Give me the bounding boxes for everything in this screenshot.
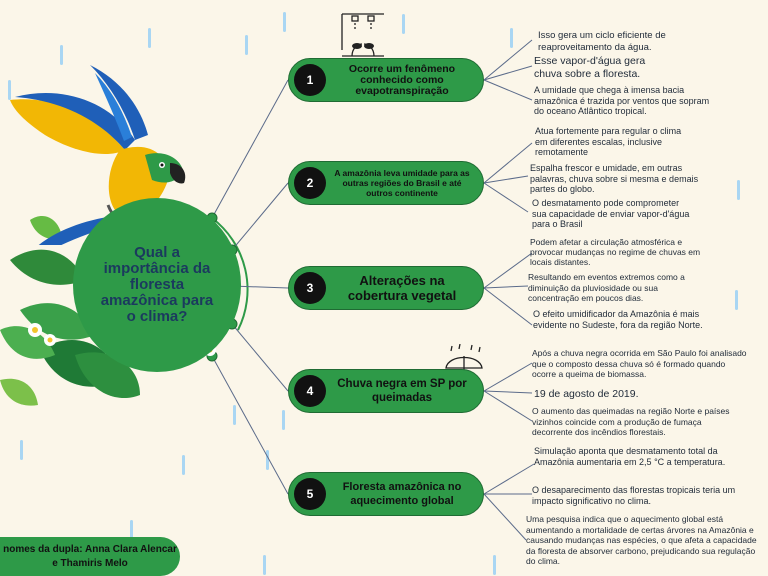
branch-label: Floresta amazônica no aquecimento global bbox=[342, 481, 462, 507]
branch-label: Alterações na cobertura vegetal bbox=[347, 273, 457, 303]
leaf-text: Isso gera um ciclo eficiente de reaprove… bbox=[538, 30, 666, 53]
leaf-text: Esse vapor-d'água gera chuva sobre a flo… bbox=[534, 55, 646, 80]
rain-drop-decoration bbox=[510, 28, 513, 48]
leaf-text: Atua fortemente para regular o clima em … bbox=[535, 126, 682, 157]
authors-footer: nomes da dupla: Anna Clara Alencar e Tha… bbox=[0, 537, 180, 576]
rain-drop-decoration bbox=[282, 410, 285, 430]
branch-label: Ocorre um fenômeno conhecido como evapot… bbox=[348, 62, 456, 97]
authors-text: nomes da dupla: Anna Clara Alencar e Tha… bbox=[3, 543, 177, 569]
rain-drop-decoration bbox=[130, 520, 133, 540]
central-topic: Qual a importância da floresta amazônica… bbox=[73, 198, 241, 372]
branch-node-2: 2 A amazônia leva umidade para as outras… bbox=[288, 161, 484, 205]
leaf-text: 19 de agosto de 2019. bbox=[534, 388, 639, 400]
leaf-text: O desmatamento pode comprometer sua capa… bbox=[532, 198, 690, 229]
branch-node-1: 1 Ocorre um fenômeno conhecido como evap… bbox=[288, 58, 484, 102]
leaf-text: Espalha frescor e umidade, em outras pal… bbox=[530, 163, 699, 194]
branch-number: 4 bbox=[294, 375, 326, 407]
leaf-text: Simulação aponta que desmatamento total … bbox=[534, 446, 726, 467]
rain-drop-decoration bbox=[60, 45, 63, 65]
branch-number: 5 bbox=[294, 478, 326, 510]
branch-label: A amazônia leva umidade para as outras r… bbox=[334, 168, 470, 198]
rain-drop-decoration bbox=[245, 35, 248, 55]
rain-drop-decoration bbox=[182, 455, 185, 475]
leaf-text: O efeito umidificador da Amazônia é mais… bbox=[533, 309, 703, 330]
rain-drop-decoration bbox=[148, 28, 151, 48]
rain-drop-decoration bbox=[737, 180, 740, 200]
branch-node-5: 5 Floresta amazônica no aquecimento glob… bbox=[288, 472, 484, 516]
branch-number: 1 bbox=[294, 64, 326, 96]
leaf-text: Uma pesquisa indica que o aquecimento gl… bbox=[526, 514, 757, 566]
rain-drop-decoration bbox=[8, 80, 11, 100]
rain-drop-decoration bbox=[233, 405, 236, 425]
leaf-text: O desaparecimento das florestas tropicai… bbox=[532, 485, 736, 506]
leaf-text: A umidade que chega à imensa bacia amazô… bbox=[534, 85, 710, 116]
branch-node-3: 3 Alterações na cobertura vegetal bbox=[288, 266, 484, 310]
leaf-text: O aumento das queimadas na região Norte … bbox=[532, 406, 730, 437]
branch-number: 2 bbox=[294, 167, 326, 199]
rain-drop-decoration bbox=[266, 450, 269, 470]
central-topic-text: Qual a importância da floresta amazônica… bbox=[100, 244, 214, 325]
rain-drop-decoration bbox=[20, 440, 23, 460]
leaf-text: Resultando em eventos extremos como a di… bbox=[528, 272, 685, 303]
rain-drop-decoration bbox=[283, 12, 286, 32]
rain-drop-decoration bbox=[493, 555, 496, 575]
sprinkler-plant-icon bbox=[341, 13, 384, 57]
branch-number: 3 bbox=[294, 272, 326, 304]
rain-drop-decoration bbox=[735, 290, 738, 310]
rain-drop-decoration bbox=[402, 14, 405, 34]
leaf-text: Podem afetar a circulação atmosférica e … bbox=[530, 237, 701, 267]
branch-label: Chuva negra em SP por queimadas bbox=[337, 378, 467, 404]
rain-drop-decoration bbox=[263, 555, 266, 575]
branch-node-4: 4 Chuva negra em SP por queimadas bbox=[288, 369, 484, 413]
leaf-text: Após a chuva negra ocorrida em São Paulo… bbox=[532, 348, 747, 379]
